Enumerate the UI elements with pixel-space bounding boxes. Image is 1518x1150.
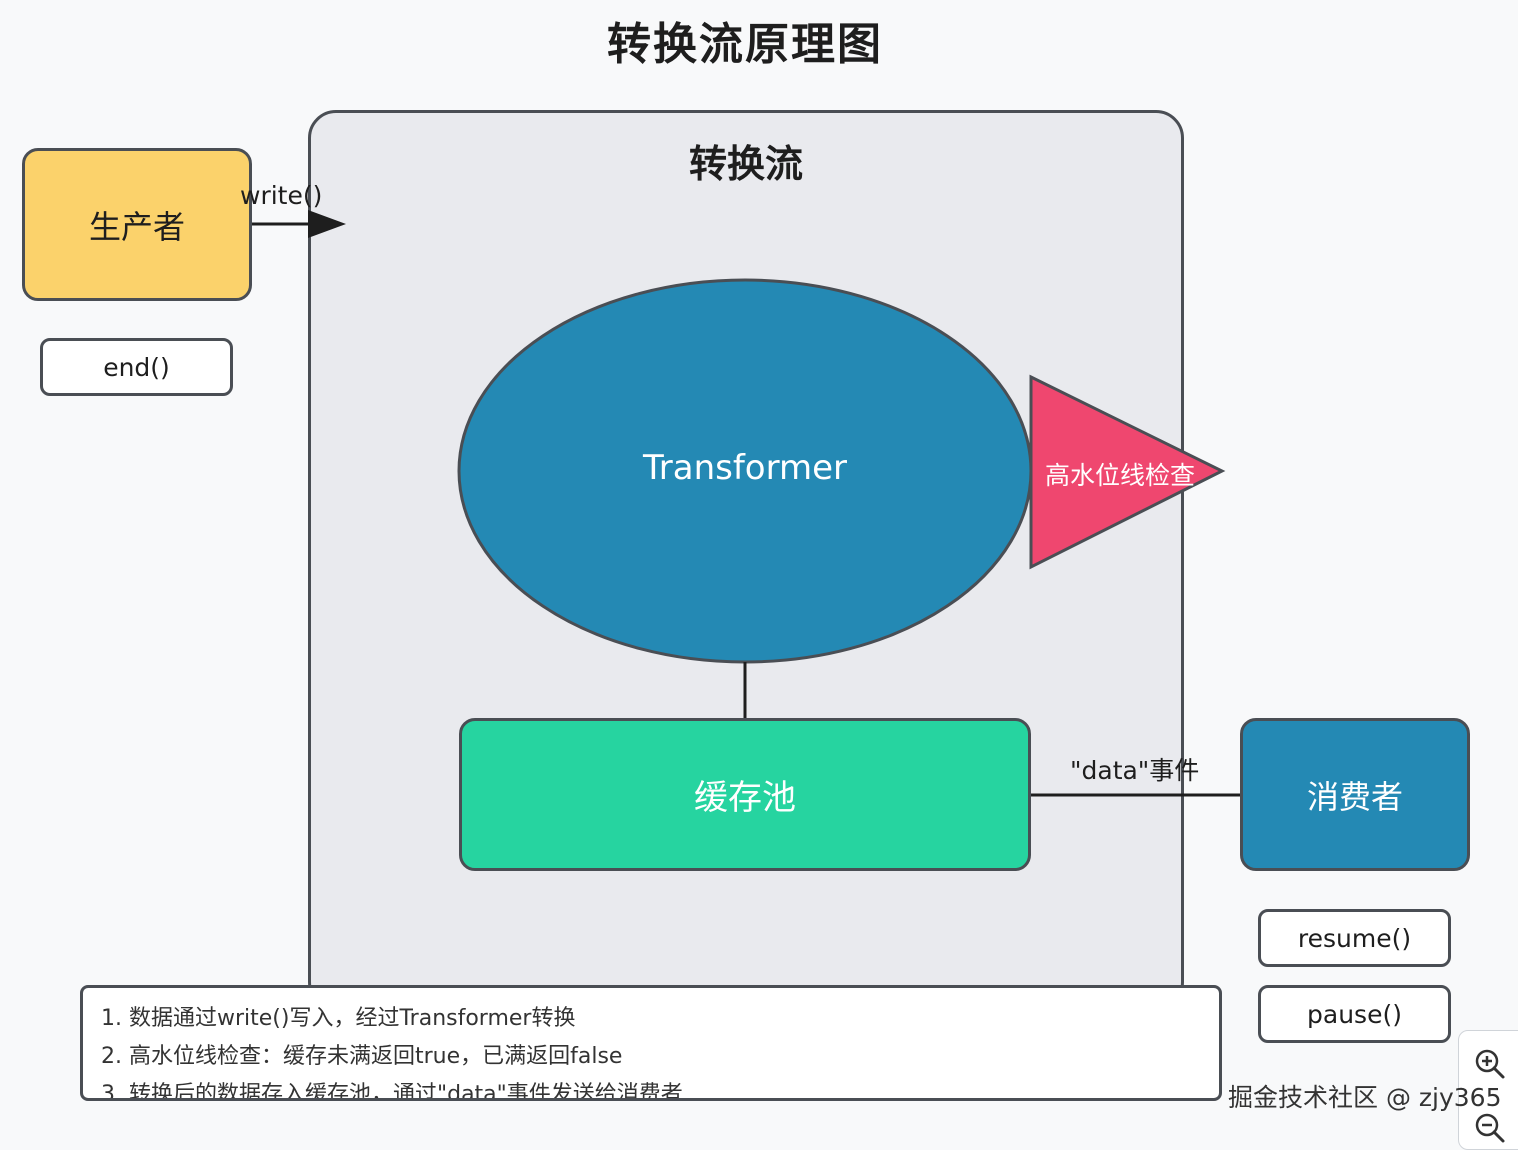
page-title: 转换流原理图 (607, 19, 883, 70)
watermark: 掘金技术社区 @ zjy365 (1228, 1083, 1502, 1112)
pause-button[interactable]: pause() (1258, 985, 1451, 1043)
producer-node[interactable]: 生产者 (22, 148, 252, 301)
write-arrow-head (308, 210, 346, 238)
consumer-label: 消费者 (1306, 777, 1403, 816)
end-button[interactable]: end() (40, 338, 233, 396)
transformer-label: Transformer (642, 448, 848, 488)
zoom-out-icon[interactable] (1473, 1111, 1507, 1145)
buffer-label: 缓存池 (694, 778, 796, 818)
resume-button-label: resume() (1297, 923, 1412, 953)
zoom-in-icon[interactable] (1473, 1047, 1507, 1081)
container-label: 转换流 (688, 142, 803, 186)
highwater-label: 高水位线检查 (1045, 461, 1196, 490)
write-edge-label: write() (240, 181, 323, 210)
data-event-label: "data"事件 (1070, 756, 1200, 785)
note-line: 1. 数据通过write()写入，经过Transformer转换 (101, 1006, 576, 1031)
pause-button-label: pause() (1307, 999, 1402, 1029)
highwater-triangle (1029, 374, 1226, 570)
producer-label: 生产者 (88, 207, 185, 246)
consumer-node[interactable]: 消费者 (1240, 718, 1470, 871)
notes-box: 1. 数据通过write()写入，经过Transformer转换 2. 高水位线… (80, 985, 1222, 1101)
zoom-controls (1458, 1030, 1518, 1150)
note-line: 2. 高水位线检查：缓存未满返回true，已满返回false (101, 1044, 623, 1069)
resume-button[interactable]: resume() (1258, 909, 1451, 967)
end-button-label: end() (103, 352, 170, 382)
note-line: 3. 转换后的数据存入缓存池，通过"data"事件发送给消费者 (101, 1082, 683, 1101)
buffer-node[interactable]: 缓存池 (459, 718, 1031, 871)
